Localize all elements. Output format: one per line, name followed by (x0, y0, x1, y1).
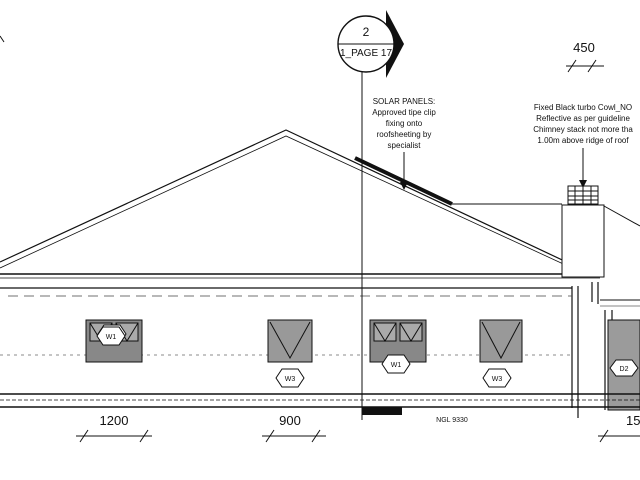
dimension-450-label: 450 (573, 40, 595, 55)
svg-text:D2: D2 (620, 366, 629, 373)
dimension-1200-label: 1200 (100, 413, 129, 428)
svg-text:W1: W1 (391, 362, 402, 369)
dimension-900 (262, 429, 326, 443)
svg-text:1_PAGE 17: 1_PAGE 17 (340, 48, 393, 59)
chimney-note: Fixed Black turbo Cowl_NO Reflective as … (533, 103, 633, 145)
dimension-1200 (76, 429, 152, 443)
svg-text:fixing onto: fixing onto (386, 119, 423, 128)
edge-tick (0, 35, 5, 43)
main-roof (0, 129, 600, 279)
solar-panel-note: SOLAR PANELS: Approved tipe clip fixing … (372, 97, 436, 150)
dimension-15-label: 15 (626, 413, 640, 428)
window-tag-w3b: W3 (482, 368, 512, 388)
dimension-450 (566, 59, 604, 73)
window-4 (479, 319, 523, 363)
chimney-arrow (579, 180, 587, 188)
window-3 (369, 319, 427, 374)
svg-text:W1: W1 (106, 334, 117, 341)
svg-text:2: 2 (363, 25, 370, 39)
solar-arrow (400, 182, 408, 190)
window-tag-w1a: W1 (96, 326, 126, 346)
dimension-900-label: 900 (279, 413, 301, 428)
ngl-marker (362, 407, 402, 415)
svg-text:roofsheeting by: roofsheeting by (377, 130, 432, 139)
svg-text:Reflective as per guideline: Reflective as per guideline (536, 114, 630, 123)
ground-line (0, 393, 640, 408)
svg-text:W3: W3 (285, 376, 296, 383)
svg-text:W3: W3 (492, 376, 503, 383)
svg-text:specialist: specialist (388, 141, 422, 150)
svg-text:Approved tipe clip: Approved tipe clip (372, 108, 436, 117)
ngl-label: NGL 9330 (436, 417, 468, 424)
door-d2: D2 (607, 319, 640, 411)
svg-text:SOLAR PANELS:: SOLAR PANELS: (373, 97, 436, 106)
window-2 (267, 319, 313, 363)
section-marker: 2 1_PAGE 17 (337, 10, 404, 78)
window-tag-w3a: W3 (275, 368, 305, 388)
window-tag-w1b: W1 (391, 362, 402, 369)
svg-text:Chimney stack not more tha: Chimney stack not more tha (533, 125, 633, 134)
dimension-15 (598, 429, 640, 443)
svg-text:Fixed Black turbo Cowl_NO: Fixed Black turbo Cowl_NO (534, 103, 632, 112)
svg-text:1.00m above ridge of roof: 1.00m above ridge of roof (537, 136, 629, 145)
